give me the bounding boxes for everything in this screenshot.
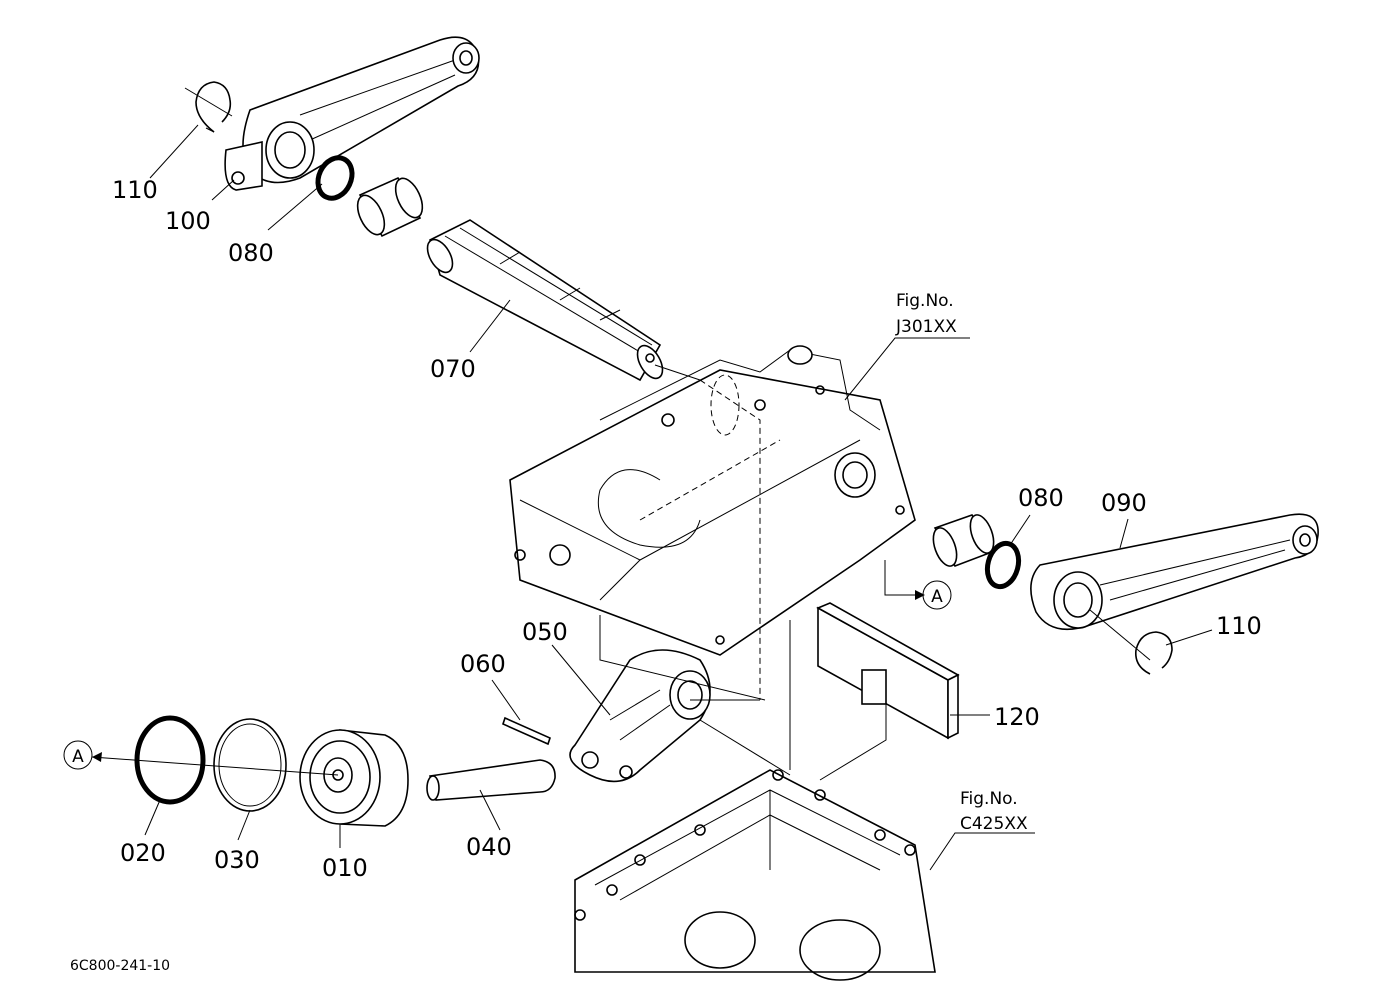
lift-arm-090	[1030, 513, 1319, 631]
label-080-top: 080	[228, 239, 274, 267]
label-110-top: 110	[112, 176, 158, 204]
bushing-top	[356, 176, 424, 238]
label-010: 010	[322, 854, 368, 882]
shaft-070	[426, 219, 664, 382]
label-060: 060	[460, 650, 506, 678]
marker-a-left	[63, 740, 93, 770]
label-070: 070	[430, 355, 476, 383]
bushing-right	[932, 514, 995, 567]
filter-120	[816, 602, 960, 740]
ref-lower-fig: Fig.No.	[960, 789, 1018, 809]
marker-a-right	[922, 580, 952, 610]
label-110-right: 110	[1216, 612, 1262, 640]
label-120: 120	[994, 703, 1040, 731]
label-040: 040	[466, 833, 512, 861]
lift-arm-100	[224, 36, 480, 191]
piston-rod-040	[426, 759, 556, 801]
label-100: 100	[165, 207, 211, 235]
o-ring-080-top	[315, 155, 355, 201]
ref-upper-code: J301XX	[895, 317, 957, 337]
marker-a-right-label: A	[931, 587, 943, 607]
label-030: 030	[214, 846, 260, 874]
snap-ring-110-top	[195, 81, 232, 133]
pin-060	[502, 716, 551, 746]
ref-lower-code: C425XX	[960, 814, 1028, 834]
o-ring-020	[134, 715, 206, 805]
label-050: 050	[522, 618, 568, 646]
piston-010	[299, 729, 409, 827]
transmission-case	[574, 769, 936, 981]
hydraulic-housing	[509, 345, 916, 700]
label-080-right: 080	[1018, 484, 1064, 512]
drawing-code: 6C800-241-10	[70, 958, 170, 974]
backup-ring-030	[213, 718, 287, 812]
o-ring-080-right	[984, 540, 1022, 590]
ref-upper-fig: Fig.No.	[896, 291, 954, 311]
label-090: 090	[1101, 489, 1147, 517]
label-020: 020	[120, 839, 166, 867]
marker-a-left-label: A	[72, 747, 84, 767]
lever-050	[569, 649, 711, 783]
snap-ring-110-right	[1134, 631, 1173, 675]
